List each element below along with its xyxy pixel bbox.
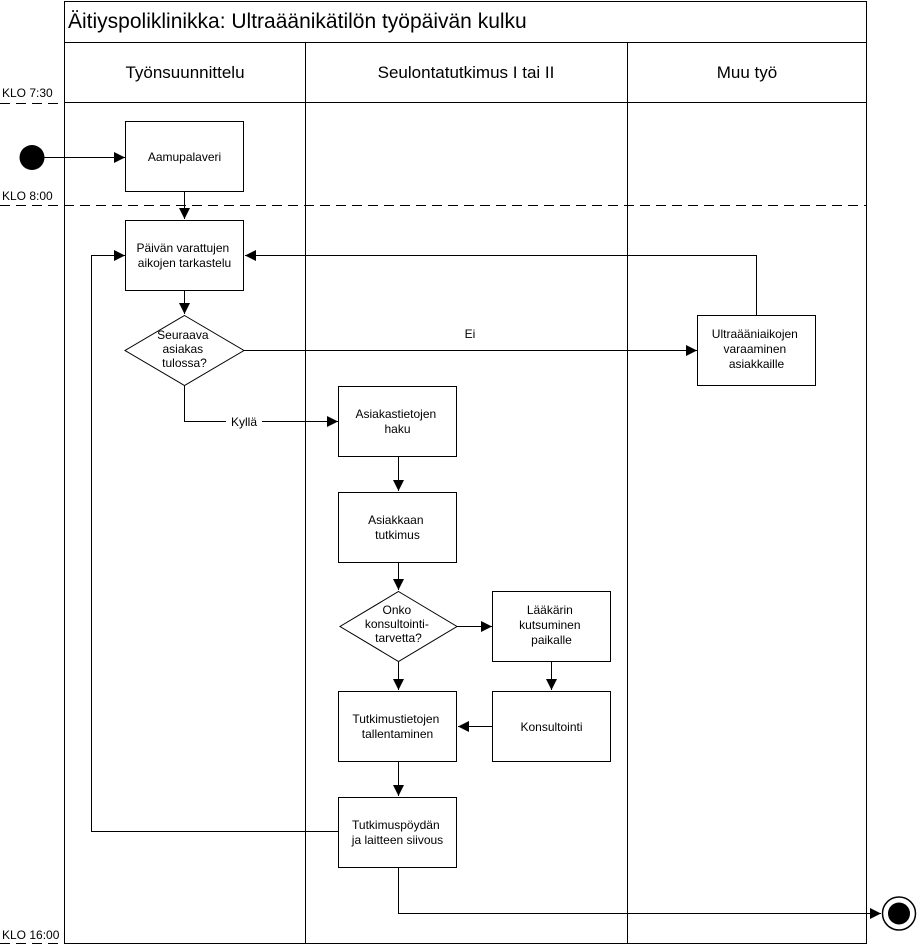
node-haku-label: Asiakastietojen haku (355, 407, 439, 436)
node-tutkimus-label: Asiakkaan tutkimus (368, 513, 427, 542)
node-tarkastelu-label: Päivän varattujen aikojen tarkastelu (136, 241, 232, 270)
time-label-1600: KLO 16:00 (2, 928, 60, 942)
outer-frame (64, 1, 867, 944)
node-konsultointitarve (339, 590, 458, 663)
lane-header-muu-tyo: Muu työ (717, 63, 777, 82)
edges (33, 152, 881, 919)
node-siivous-label: Tutkimuspöydän ja laitteen siivous (351, 818, 443, 847)
time-label-0730: KLO 7:30 (2, 86, 53, 100)
end-node-inner (888, 902, 910, 925)
node-siivous (338, 797, 457, 868)
time-markers: KLO 7:30 KLO 8:00 KLO 16:00 (0, 86, 866, 944)
time-label-0800: KLO 8:00 (2, 189, 53, 203)
diagram-title: Äitiyspoliklinikka: Ultraäänikätilön työ… (68, 10, 527, 33)
lane-header-seulontatutkimus: Seulontatutkimus I tai II (378, 63, 555, 82)
node-seuraava (124, 314, 245, 387)
node-haku (338, 386, 457, 457)
edge-label-bg-ei (461, 325, 481, 341)
edge-label-bg-kylla (226, 413, 262, 429)
node-laakari (492, 591, 611, 662)
node-konsultointi-label: Konsultointi (520, 720, 582, 734)
node-tallentaminen (338, 691, 457, 762)
node-laakari-label: Lääkärin kutsuminen paikalle (519, 603, 584, 647)
node-seuraava-label: Seuraava asiakas tulossa? (157, 328, 212, 370)
node-konsultointi (492, 691, 611, 762)
node-ultraaani-label: Ultraääniaikojen varaaminen asiakkaille (712, 327, 801, 371)
edge-siivous-end (398, 868, 881, 919)
node-aamupalaveri (125, 121, 244, 192)
edge-label-ei: Ei (465, 327, 476, 341)
node-tarkastelu (125, 220, 244, 291)
node-konsultointitarve-label: Onko konsultointi- tarvetta? (365, 603, 432, 645)
edge-ultraaani-tarkastelu (245, 250, 757, 315)
edge-label-kylla: Kyllä (231, 415, 257, 429)
node-aamupalaveri-label: Aamupalaveri (148, 150, 221, 164)
lane-header-tyonsuunnittelu: Työnsuunnittelu (125, 63, 244, 82)
node-tallentaminen-label: Tutkimustietojen tallentaminen (352, 712, 442, 741)
start-node (19, 145, 45, 170)
node-tutkimus (338, 492, 457, 563)
node-ultraaani (697, 315, 816, 386)
diagram-frame (64, 1, 867, 944)
edge-siivous-tarkastelu (91, 250, 338, 832)
edge-seuraava-haku (184, 386, 338, 427)
